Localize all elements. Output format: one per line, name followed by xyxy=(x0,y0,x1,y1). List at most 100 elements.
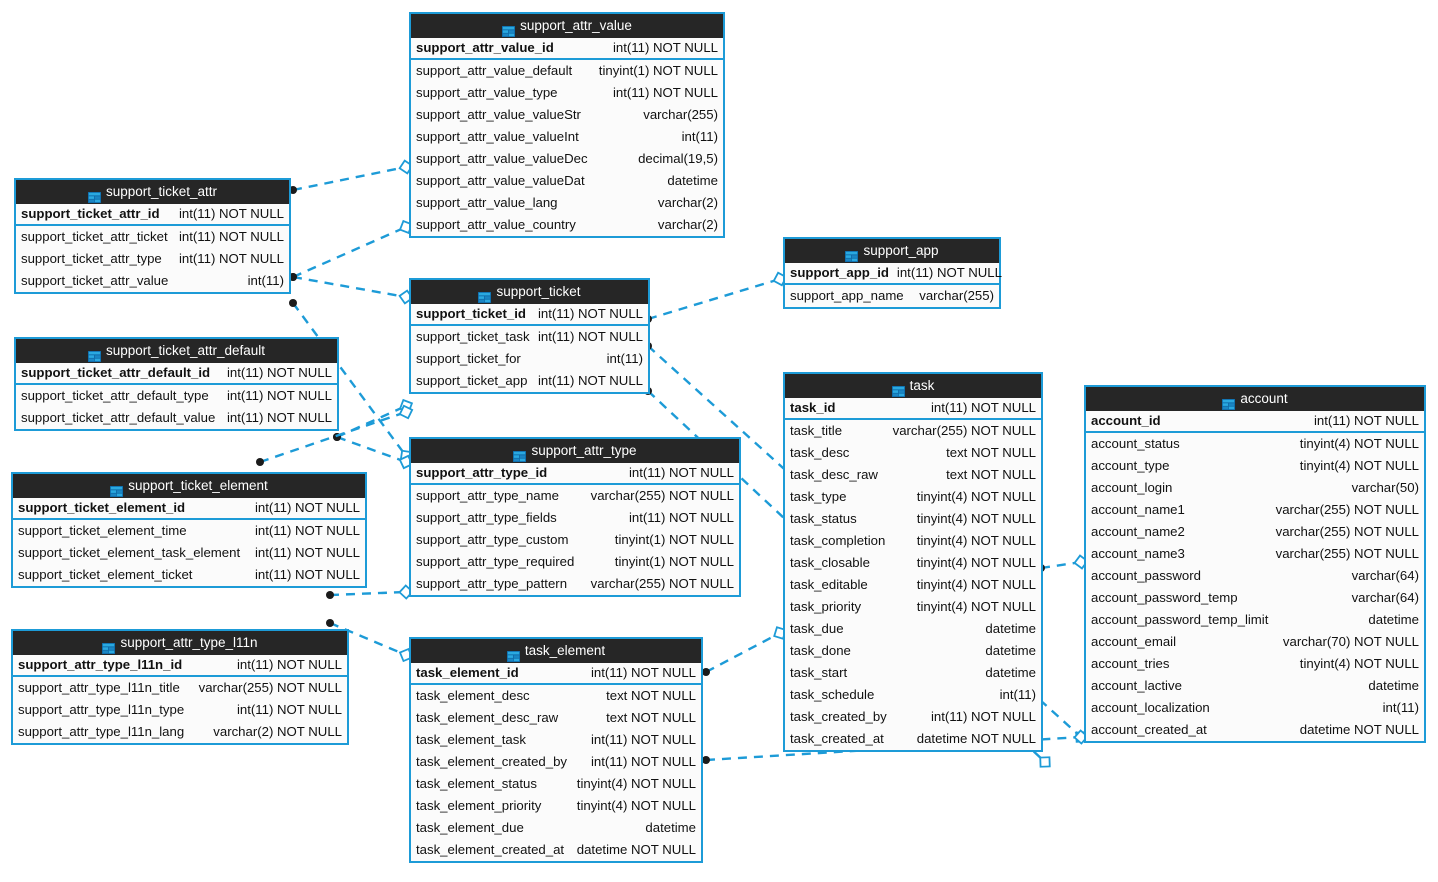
table-header-task_element[interactable]: task_element xyxy=(411,639,701,663)
table-header-support_ticket_attr[interactable]: support_ticket_attr xyxy=(16,180,289,204)
column-name: task_created_at xyxy=(790,731,884,746)
table-header-support_ticket[interactable]: support_ticket xyxy=(411,280,648,304)
table-header-account[interactable]: account xyxy=(1086,387,1424,411)
column-type: int(11) NOT NULL xyxy=(254,523,360,538)
table-header-support_ticket_attr_default[interactable]: support_ticket_attr_default xyxy=(16,339,337,363)
table-header-support_app[interactable]: support_app xyxy=(785,239,999,263)
table-header-support_attr_type[interactable]: support_attr_type xyxy=(411,439,739,463)
table-header-task[interactable]: task xyxy=(785,374,1041,398)
table-header-support_attr_type_l11n[interactable]: support_attr_type_l11n xyxy=(13,631,347,655)
table-header-support_ticket_element[interactable]: support_ticket_element xyxy=(13,474,365,498)
table-header-support_attr_value[interactable]: support_attr_value xyxy=(411,14,723,38)
